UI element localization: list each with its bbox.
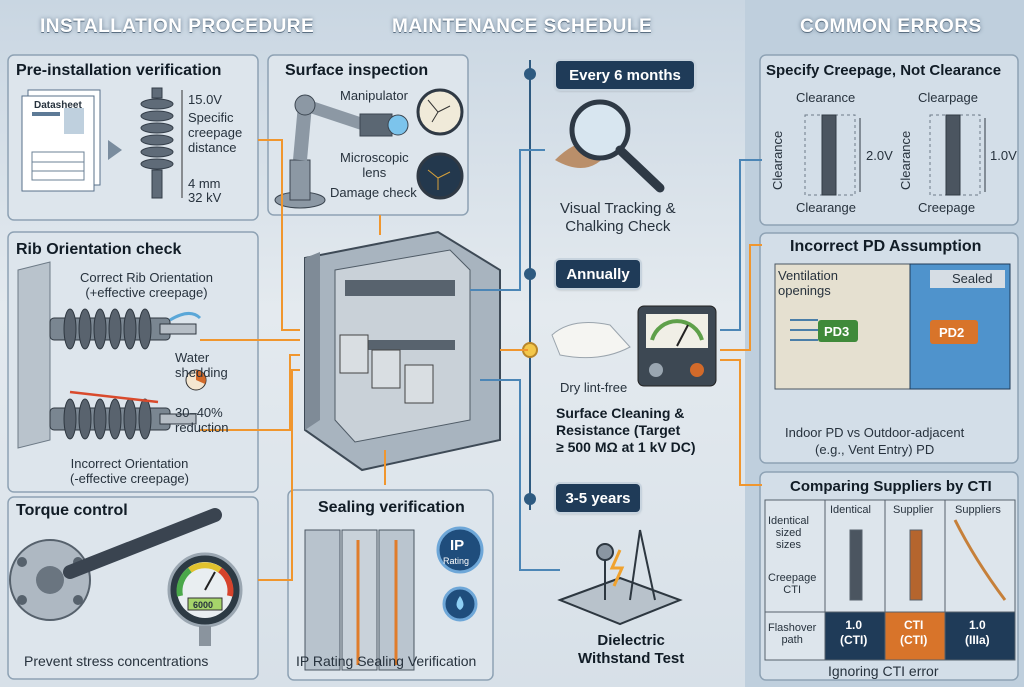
seal-layers-icon [304, 529, 415, 671]
correct-label: Correct Rib Orientation (+effective cree… [80, 270, 213, 300]
creep-diagram-2 [929, 114, 986, 196]
insulator-incorrect [49, 398, 197, 440]
header-errors: COMMON ERRORS [800, 16, 982, 37]
pd-title: Incorrect PD Assumption [790, 238, 982, 255]
crack-lens-2 [416, 152, 464, 200]
pd-caption: Indoor PD vs Outdoor-adjacent (e.g., Ven… [785, 425, 965, 457]
robot-arm-icon [274, 94, 409, 209]
cti-v3: 1.0 (IIIa) [965, 618, 990, 647]
manipulator-label: Manipulator [340, 88, 408, 103]
creepage-bottom: Creepage [918, 200, 976, 215]
rib-wall [17, 261, 51, 449]
surface-title: Surface inspection [285, 62, 429, 79]
ip-badge [436, 526, 484, 574]
lens-label: Microscopic lens [340, 150, 409, 180]
cti-col3: Suppliers [955, 504, 1001, 516]
test-tower-icon [557, 529, 683, 626]
water-drop [169, 312, 202, 322]
incorrect-label: Incorrect Orientation (-effective creepa… [70, 456, 189, 486]
header-installation: INSTALLATION PROCEDURE [40, 16, 315, 37]
rating-label: Rating [443, 556, 470, 566]
voltage-label: 15.0V [188, 92, 222, 107]
gauge-value: 6000 [193, 600, 214, 610]
ip-label: IP [450, 537, 465, 554]
datasheet-icon [21, 89, 122, 192]
dim1-label: 4 mm [188, 176, 221, 191]
pill-annually: Annually [556, 260, 640, 288]
wrench-icon [63, 508, 222, 579]
creepage-label: Specific creepage distance [188, 110, 243, 155]
blue-connectors [470, 149, 762, 571]
cabinet-icon [304, 230, 501, 472]
pd3-label: PD3 [824, 324, 850, 339]
torque-gauge-icon [167, 552, 243, 646]
cti-v1: 1.0 (CTI) [840, 618, 868, 647]
dim2-label: 32 kV [188, 190, 222, 205]
header-maintenance: MAINTENANCE SCHEDULE [392, 16, 653, 37]
cti-row1: Identical sized sizes [768, 515, 809, 551]
flange-icon [9, 539, 91, 621]
dry-label: Dry lint-free [560, 380, 628, 395]
crack-lens-1 [416, 88, 464, 136]
clearange-label: Clearange [796, 200, 856, 215]
connector-lines [200, 139, 762, 581]
cleaning-label: Surface Cleaning & Resistance (Target ≥ … [556, 405, 696, 455]
torque-title: Torque control [16, 502, 128, 519]
insulator-correct [49, 308, 197, 350]
ip-caption: IP Rating Sealing Verification [296, 653, 477, 669]
creep-diagram-1 [804, 114, 861, 196]
datasheet-label: Datasheet [34, 100, 82, 111]
pre-install-title: Pre-installation verification [16, 62, 222, 79]
stress-label: Prevent stress concentrations [24, 653, 209, 669]
resistance-meter-icon [637, 305, 717, 387]
clearance-side-2: Clearance [898, 130, 913, 190]
magnifier-icon [555, 99, 665, 193]
cloth-icon [551, 322, 631, 359]
dielectric-label: Dielectric Withstand Test [578, 632, 685, 667]
pd2-label: PD2 [939, 325, 965, 340]
sealing-title: Sealing verification [318, 499, 465, 516]
damage-label: Damage check [330, 185, 417, 200]
cti-v2: CTI (CTI) [900, 618, 928, 647]
clearance-top: Clearance [796, 90, 856, 105]
pill-years: 3-5 years [556, 484, 640, 512]
reduction-label: 30–40% reduction [175, 405, 229, 435]
cti-title: Comparing Suppliers by CTI [790, 478, 992, 495]
pill-every6: Every 6 months [556, 61, 694, 89]
cti-table [764, 499, 1016, 661]
reduction-arrow [69, 390, 159, 404]
clearance-side-1: Clearance [770, 130, 785, 190]
insulator-icon-1 [140, 87, 174, 199]
rib-title: Rib Orientation check [16, 241, 182, 258]
cti-row2: Creepage CTI [768, 572, 817, 596]
cti-row3: Flashover path [768, 622, 817, 646]
visual-label: Visual Tracking & Chalking Check [560, 200, 676, 235]
creep-title: Specify Creepage, Not Clearance [766, 62, 1002, 79]
clearpage-top: Clearpage [918, 90, 978, 105]
cti-caption: Ignoring CTI error [828, 663, 939, 679]
torque-panel [7, 496, 259, 680]
cti-col1: Identical [830, 504, 871, 516]
ventilation-label: Ventilation openings [778, 268, 838, 298]
v2-label: 1.0V [990, 148, 1017, 163]
water-label: Water shedding [175, 350, 228, 380]
pd-diagram [774, 263, 1011, 390]
sealed-label: Sealed [952, 271, 993, 286]
v1-label: 2.0V [866, 148, 893, 163]
cti-col2: Supplier [893, 504, 934, 516]
